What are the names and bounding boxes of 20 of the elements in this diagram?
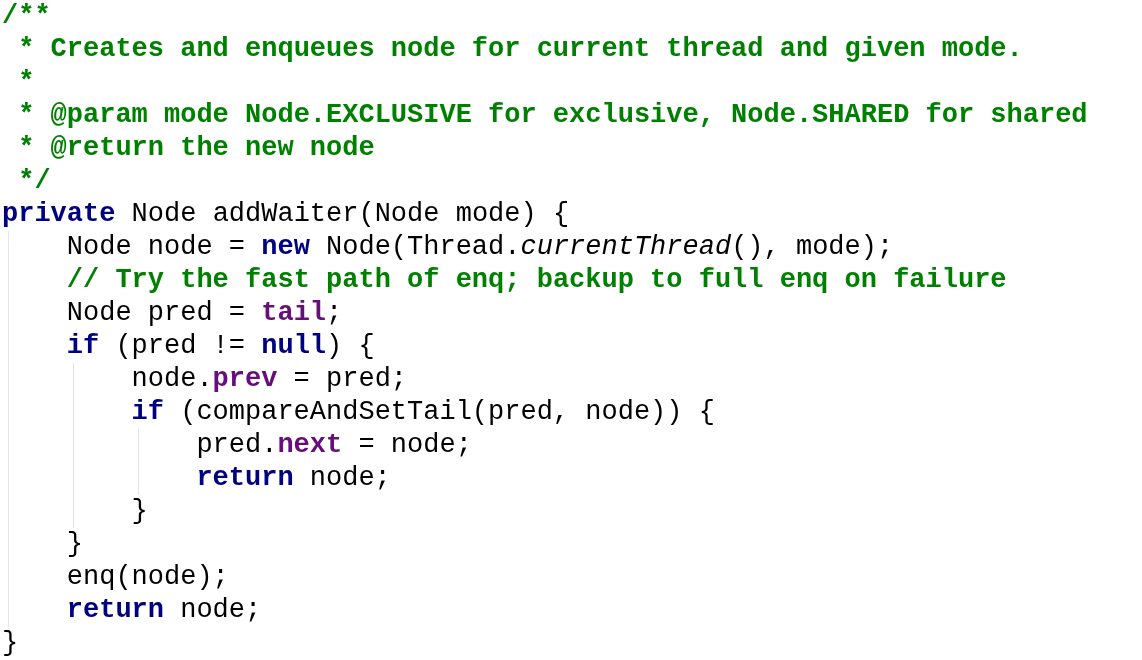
code-line: } [131,495,148,528]
code-line: if (compareAndSetTail(pred, node)) { [131,396,715,429]
code-line: if (pred != null) { [66,330,375,363]
code-line: pred.next = node; [196,429,472,462]
code-line: private Node addWaiter(Node mode) { [2,198,570,231]
code-comment: * [18,66,35,99]
code-line: } [66,528,83,561]
code-comment: */ [18,165,51,198]
code-line: Node node = new Node(Thread.currentThread(), mode); [66,231,894,264]
code-comment: * @return the new node [18,132,375,165]
code-line: enq(node); [66,561,229,594]
code-line: Node pred = tail; [66,297,343,330]
code-line: } [2,627,19,660]
code-line: node.prev = pred; [131,363,408,396]
code-line: return node; [66,594,262,627]
code-comment: // Try the fast path of enq; backup to full enq on failure [66,264,1007,297]
code-line: return node; [196,462,391,495]
code-comment: * Creates and enqueues node for current thread and given mode. [18,33,1023,66]
code-comment: * @param mode Node.EXCLUSIVE for exclusive, Node.SHARED for shared [18,99,1088,132]
code-comment: /** [2,0,51,33]
